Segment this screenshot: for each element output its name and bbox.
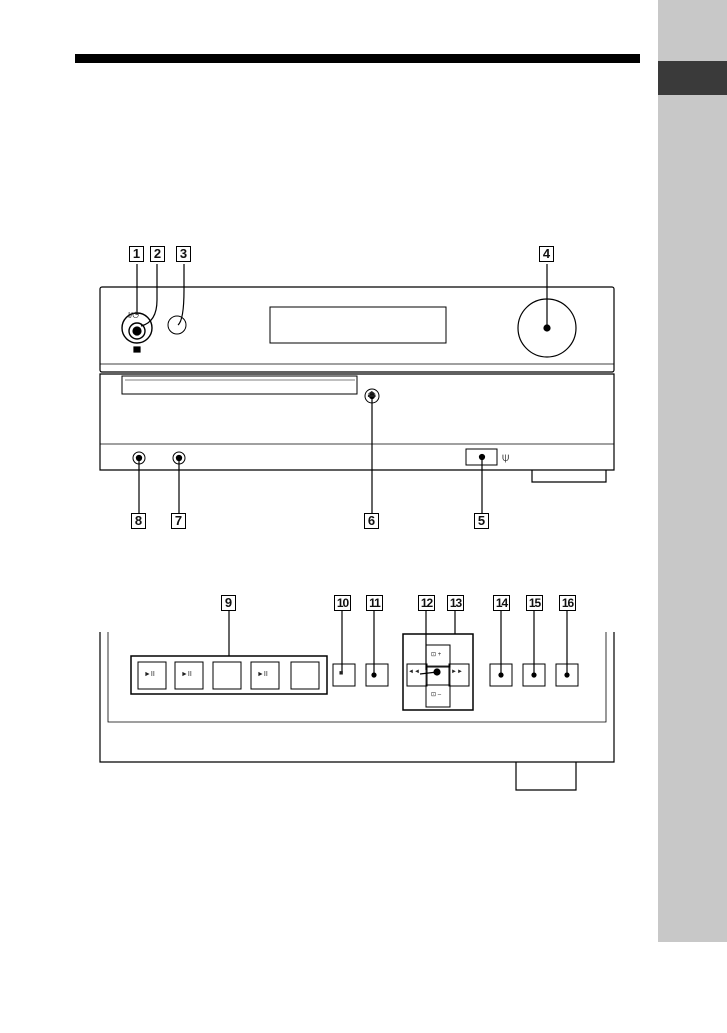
power-glyph: I/⏻ (128, 311, 139, 321)
next-button (449, 664, 469, 686)
eject-glyph: ⏏ (367, 389, 376, 400)
display-window (270, 307, 446, 343)
callout-4: 4 (539, 246, 554, 262)
callout-7: 7 (171, 513, 186, 529)
unit-foot (532, 470, 606, 482)
panel-foot (516, 762, 576, 790)
folder-minus-glyph: ⊡ – (431, 691, 441, 698)
callout-5: 5 (474, 513, 489, 529)
prev-button (407, 664, 427, 686)
fn-button-5 (291, 662, 319, 689)
control-panel (100, 632, 614, 762)
callout-6: 6 (364, 513, 379, 529)
callout-15: 15 (526, 595, 543, 611)
disc-slot (122, 376, 357, 394)
play-pause-glyph-1: ►II (144, 671, 155, 678)
callout-9: 9 (221, 595, 236, 611)
play-pause-glyph-2: ►II (181, 671, 192, 678)
callout-2: 2 (150, 246, 165, 262)
fn-button-3 (213, 662, 241, 689)
callout-1: 1 (129, 246, 144, 262)
callout-12: 12 (418, 595, 435, 611)
remote-sensor (168, 316, 186, 334)
button-11 (366, 664, 388, 686)
folder-plus-glyph: ⊡ + (431, 651, 441, 658)
callout-3: 3 (176, 246, 191, 262)
usb-glyph: ⍦ (502, 450, 509, 465)
callout-8: 8 (131, 513, 146, 529)
callout-11: 11 (366, 595, 383, 611)
stop-glyph: ■ (339, 670, 343, 677)
stop-button (333, 664, 355, 686)
play-pause-glyph-3: ►II (257, 671, 268, 678)
callout-16: 16 (559, 595, 576, 611)
callout-10: 10 (334, 595, 351, 611)
unit-top-panel (100, 287, 614, 372)
prev-glyph: ◄◄ (408, 669, 420, 675)
callout-14: 14 (493, 595, 510, 611)
callout-13: 13 (447, 595, 464, 611)
next-glyph: ►► (451, 669, 463, 675)
